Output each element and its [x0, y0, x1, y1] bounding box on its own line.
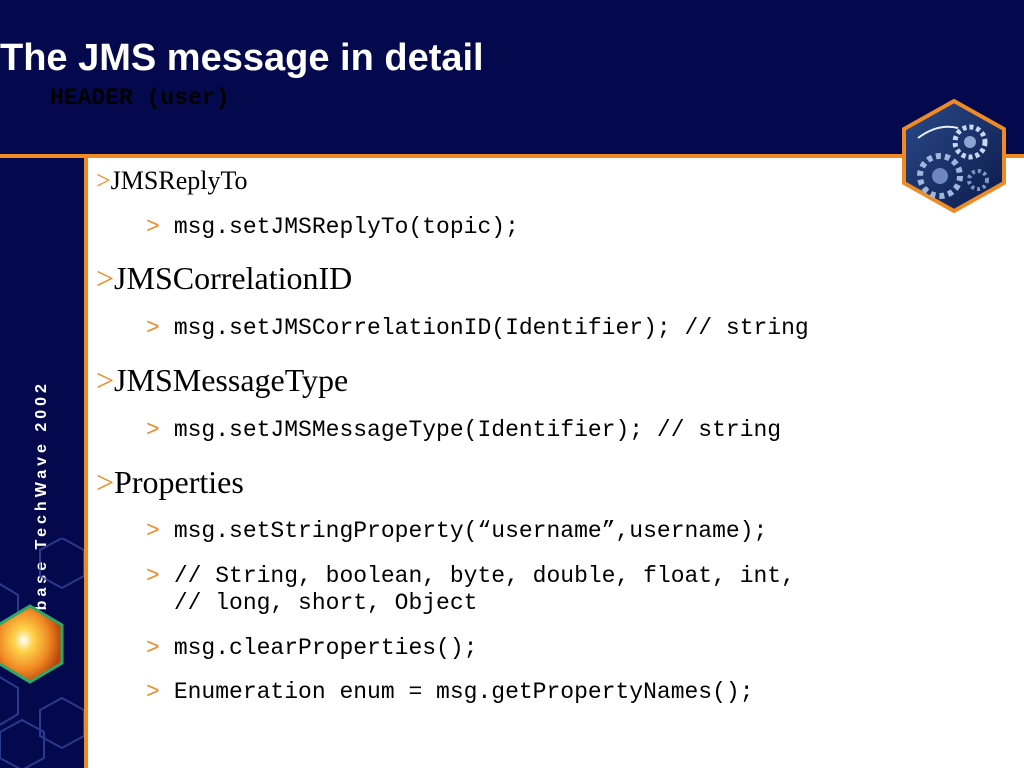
- orange-hexagon-icon: [0, 538, 84, 768]
- bullet-properties: >Properties: [96, 464, 244, 500]
- sub-bullet-marker: >: [146, 563, 160, 589]
- gears-hexagon-icon: [902, 98, 1006, 214]
- title-bar: The JMS message in detail HEADER (user): [0, 0, 1024, 154]
- sub-bullet: >msg.setJMSReplyTo(topic);: [146, 214, 519, 240]
- bullet-marker: >: [96, 464, 115, 500]
- sub-bullet-marker: >: [146, 679, 160, 705]
- sub-bullet-marker: >: [146, 417, 160, 443]
- bullet-marker: >: [96, 362, 115, 398]
- bullet-jmsreplyto: >JMSReplyTo: [96, 166, 248, 195]
- sub-bullet: >msg.setJMSMessageType(Identifier); // s…: [146, 417, 782, 443]
- sidebar: Sybase TechWave 2002: [0, 158, 84, 768]
- sidebar-divider: [84, 154, 88, 768]
- sub-bullet: >msg.clearProperties();: [146, 635, 478, 661]
- sub-bullet-marker: >: [146, 214, 160, 240]
- sub-bullet: >msg.setStringProperty(“username”,userna…: [146, 518, 768, 544]
- slide-title-line-2: HEADER (user): [50, 85, 230, 111]
- slide-title-line-1: The JMS message in detail: [0, 37, 484, 79]
- sub-bullet: >msg.setJMSCorrelationID(Identifier); //…: [146, 315, 809, 341]
- sub-bullet-marker: >: [146, 518, 160, 544]
- bullet-marker: >: [96, 166, 111, 195]
- header-divider: [0, 154, 1024, 158]
- sub-bullet: >Enumeration enum = msg.getPropertyNames…: [146, 679, 754, 705]
- sub-bullet-marker: >: [146, 315, 160, 341]
- bullet-jmsmessagetype: >JMSMessageType: [96, 362, 349, 398]
- bullet-marker: >: [96, 260, 115, 296]
- bullet-jmscorrelationid: >JMSCorrelationID: [96, 260, 353, 296]
- sub-bullet: >// String, boolean, byte, double, float…: [146, 563, 795, 616]
- sub-bullet-marker: >: [146, 635, 160, 661]
